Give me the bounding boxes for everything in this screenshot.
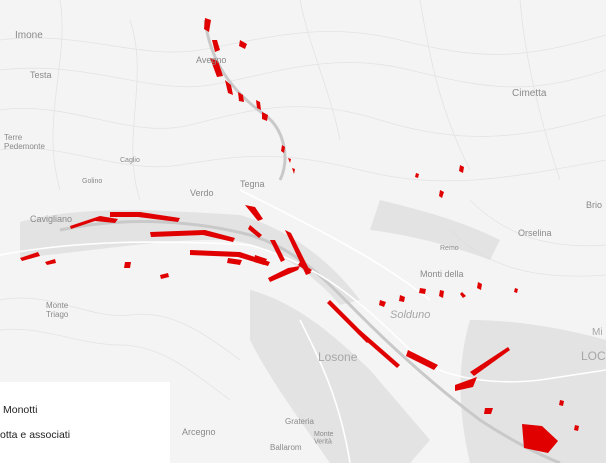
place-label-arcegno: Arcegno bbox=[182, 427, 216, 437]
place-label-cimetta: Cimetta bbox=[512, 88, 547, 99]
credit-line-2: otta e associati bbox=[0, 429, 71, 441]
place-label-monti-della: Monti della bbox=[420, 269, 464, 279]
place-label-verdo: Verdo bbox=[190, 188, 214, 198]
place-label-testa: Testa bbox=[30, 70, 52, 80]
place-label-losone: Losone bbox=[318, 350, 358, 364]
place-label-caglio: Caglio bbox=[120, 157, 140, 164]
place-label-remo: Remo bbox=[440, 245, 459, 252]
place-label-tegna: Tegna bbox=[240, 179, 265, 189]
place-label-ballarom: Ballarom bbox=[270, 443, 302, 452]
place-label-loc: LOC bbox=[581, 349, 606, 363]
place-label-cavigliano: Cavigliano bbox=[30, 214, 72, 224]
place-label-mi: Mi bbox=[592, 327, 603, 338]
credit-line-1: Monotti bbox=[3, 404, 38, 416]
place-label-imone: Imone bbox=[15, 30, 43, 41]
place-label-solduno: Solduno bbox=[390, 309, 430, 321]
relief-hatching bbox=[0, 0, 606, 401]
place-label-golino: Golino bbox=[82, 178, 102, 185]
flood-hazard-zones bbox=[20, 18, 579, 453]
place-label-grateria: Grateria bbox=[285, 417, 314, 426]
place-label-brio: Brio bbox=[586, 200, 602, 210]
place-label-orselina: Orselina bbox=[518, 228, 552, 238]
credits-box: Monotti otta e associati bbox=[0, 382, 170, 463]
place-label-avegno: Avegno bbox=[196, 55, 226, 65]
